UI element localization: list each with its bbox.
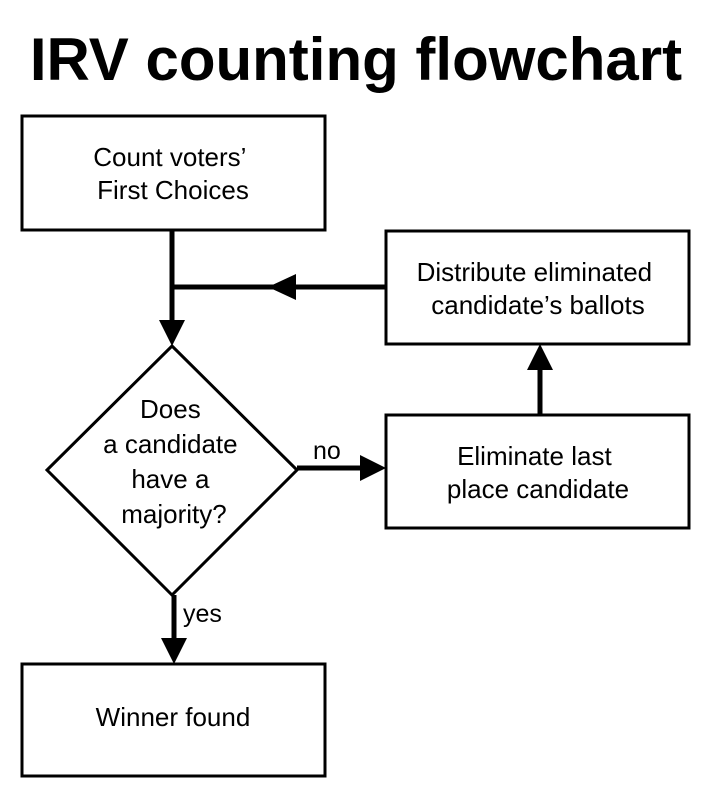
connector-no [297,455,386,481]
connector-distribute-loop [172,274,386,300]
node-winner-found: Winner found [20,662,327,778]
node-count-line-1: Count voters’ [93,142,245,172]
svg-text:Distribute eliminated ca: Distribute eliminated candidate’s ballot… [417,257,660,320]
svg-text:Does a candidate h: Does a candidate have a majority? [103,394,245,529]
node-majority-decision: Does a candidate have a majority? [44,343,300,598]
node-eliminate-last-place: Eliminate last place candidate [384,413,691,530]
node-decision-line-4: majority? [121,499,226,529]
node-eliminate-line-1: Eliminate last [457,441,612,471]
connector-eliminate-to-distribute [527,344,553,415]
node-count-first-choices: Count voters’ First Choices [20,114,327,232]
node-decision-line-2: a candidate [103,429,237,459]
edge-label-yes: yes [183,600,222,628]
node-decision-line-3: have a [131,464,210,494]
node-count-line-2: First Choices [97,175,249,205]
node-distribute-ballots: Distribute eliminated candidate’s ballot… [384,229,691,346]
svg-text:Winner found: Winner found [96,702,251,732]
node-eliminate-line-2: place candidate [447,474,629,504]
node-distribute-line-1: Distribute eliminated [417,257,653,287]
connector-count-to-decision [159,230,185,346]
loop-arrowhead [268,274,296,300]
node-distribute-line-2: candidate’s ballots [431,290,644,320]
connector-yes [161,595,187,664]
edge-label-no: no [313,437,341,465]
node-winner-line-1: Winner found [96,702,251,732]
svg-text:Eliminate last place can: Eliminate last place candidate [447,441,629,504]
node-decision-line-1: Does [140,394,201,424]
page-title: IRV counting flowchart [30,26,682,93]
svg-text:Count voters’ First Choi: Count voters’ First Choices [93,142,252,205]
